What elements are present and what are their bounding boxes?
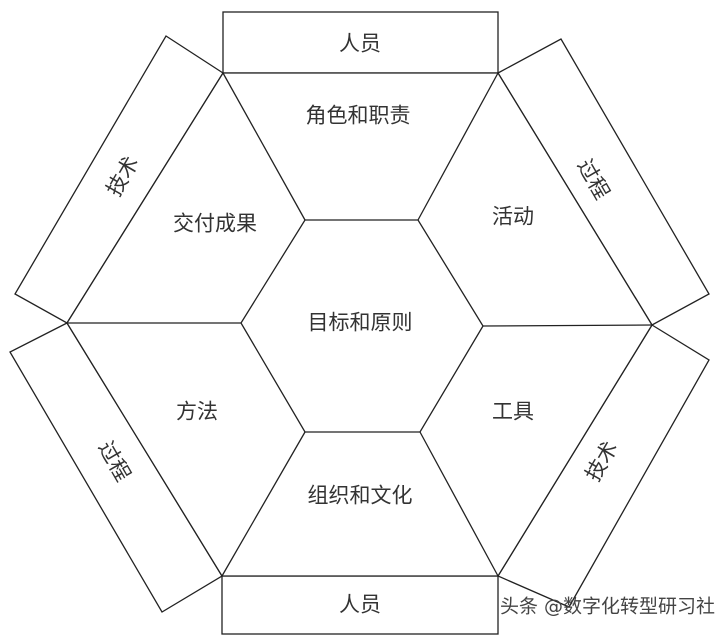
label-lower-right: 工具	[492, 400, 534, 424]
spoke	[482, 324, 653, 327]
spoke	[221, 431, 306, 577]
label-upper-right: 活动	[492, 205, 534, 229]
label-top: 角色和职责	[306, 104, 411, 128]
label-upper-left: 交付成果	[173, 212, 257, 236]
label-lower-left: 方法	[176, 400, 218, 424]
panel-top	[222, 11, 499, 74]
spoke	[417, 72, 499, 221]
panel-label-top: 人员	[339, 32, 381, 56]
watermark: 头条 @数字化转型研习社	[500, 596, 715, 618]
spoke	[419, 431, 499, 577]
spoke	[222, 72, 306, 221]
label-center: 目标和原则	[308, 311, 413, 335]
panel-bottom	[221, 575, 499, 635]
panel-label-bottom: 人员	[339, 593, 381, 617]
label-bottom: 组织和文化	[308, 484, 413, 508]
